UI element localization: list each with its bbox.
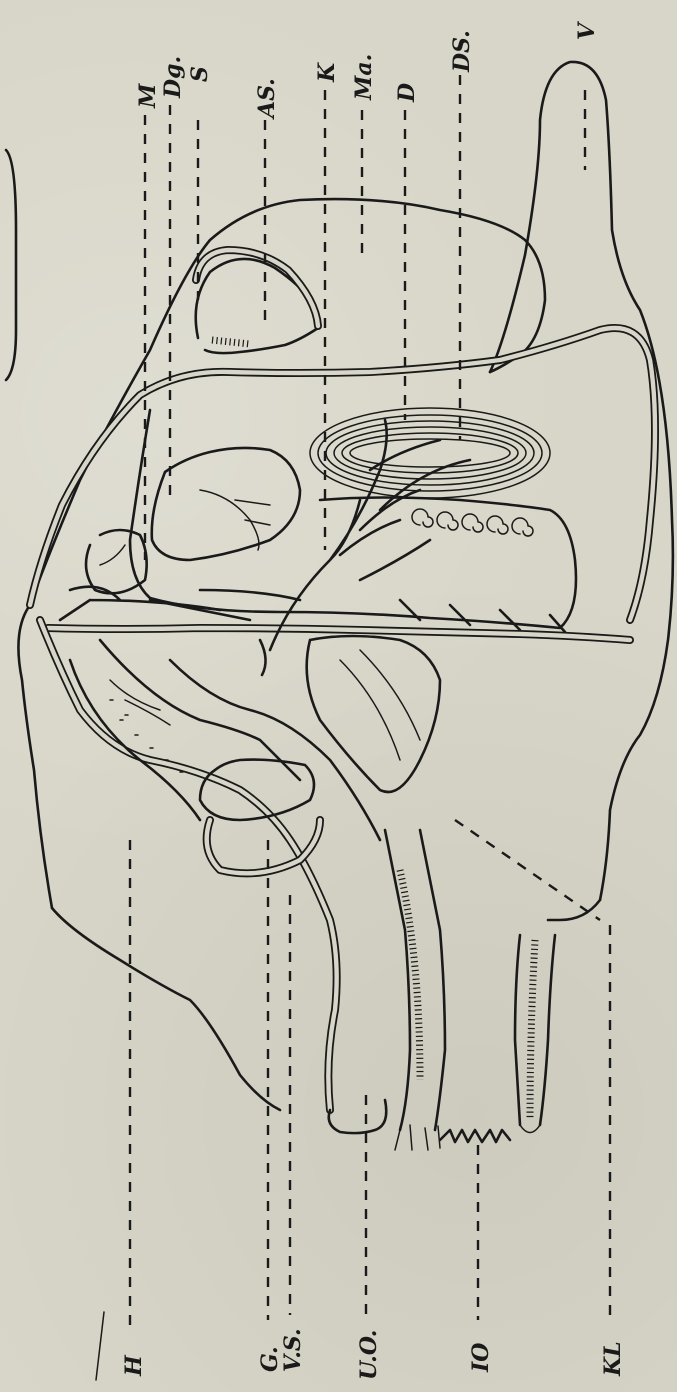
left-lobe — [86, 530, 147, 593]
gill-arch-3 — [170, 660, 380, 840]
kl-tube — [515, 935, 555, 1125]
label-S: S — [187, 66, 213, 82]
spiral-row — [412, 509, 533, 536]
label-H: H — [121, 1354, 147, 1377]
gill-arch-2 — [70, 660, 200, 820]
label-VS: V.S. — [280, 1328, 306, 1372]
snout-outline — [52, 908, 280, 1110]
label-D: D — [394, 83, 420, 103]
label-IO: IO — [468, 1343, 494, 1373]
mouth-tube — [329, 1100, 387, 1133]
stray-mark — [96, 1312, 104, 1380]
label-M: M — [135, 83, 161, 109]
nerve-root — [260, 640, 266, 675]
label-Dg: Dg. — [160, 56, 186, 99]
uo-tube — [385, 830, 445, 1130]
frame-bracket — [6, 150, 16, 380]
as-chamber — [196, 259, 319, 353]
label-AS: AS. — [254, 78, 280, 120]
lower-body-outline — [548, 900, 600, 920]
labels-bottom: H G. V.S. U.O. IO KL — [121, 1328, 626, 1380]
coiled-organ — [310, 408, 550, 498]
label-Ma: Ma. — [351, 54, 377, 101]
kidney-branch — [200, 490, 259, 550]
labels-top: M Dg. S AS. K Ma. D DS. V — [135, 21, 600, 120]
tail-outline — [490, 62, 673, 900]
branching-nerves — [60, 420, 565, 650]
label-UO: U.O. — [356, 1330, 382, 1380]
label-DS: DS. — [449, 30, 475, 73]
io-comb — [440, 1130, 510, 1142]
label-KL: KL — [600, 1341, 626, 1377]
body-outline — [18, 199, 545, 908]
diagonal-leader — [455, 820, 600, 920]
label-V: V — [574, 21, 600, 40]
muscle-lobe — [307, 636, 440, 792]
vs-chamber — [200, 760, 314, 820]
label-K: K — [314, 62, 340, 83]
kidney-outline — [152, 448, 300, 560]
